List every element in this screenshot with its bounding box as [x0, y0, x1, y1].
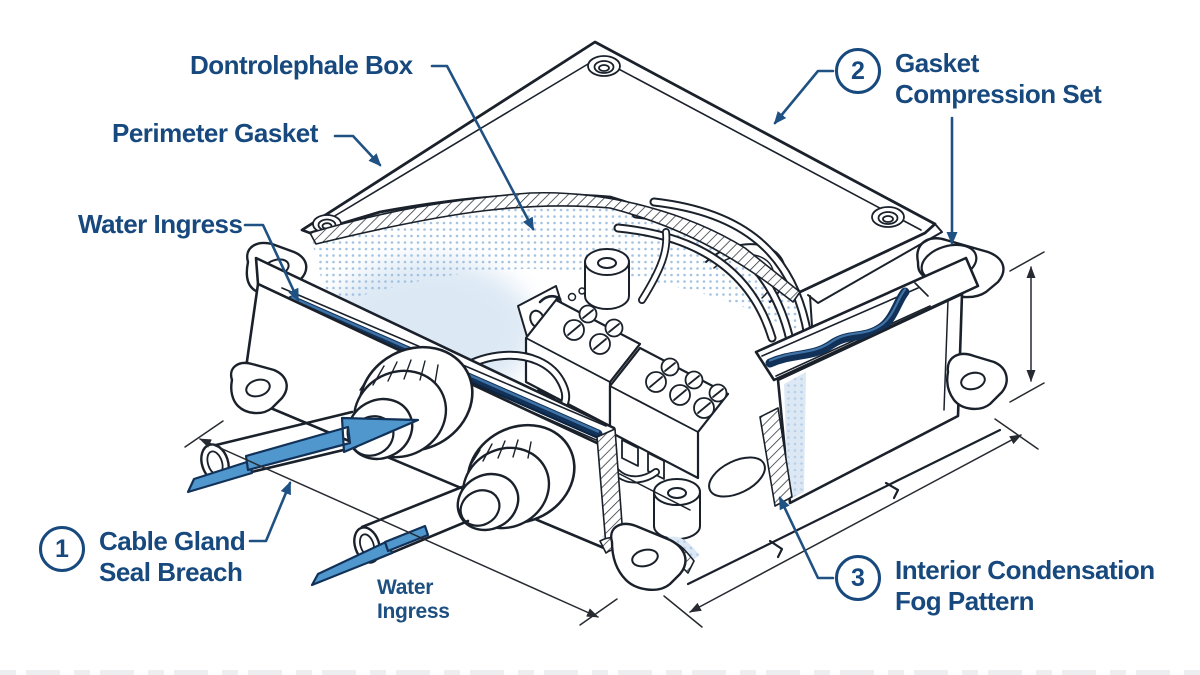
callout-3-text: Interior Condensation Fog Pattern: [895, 555, 1155, 616]
dimension-lines: [184, 251, 1045, 628]
leader-water-ingress-top: [243, 223, 300, 302]
label-perimeter-gasket: Perimeter Gasket: [112, 118, 318, 148]
leader-callout-2: [773, 69, 835, 125]
label-box: Dontrolephale Box: [190, 50, 413, 80]
leader-lines: [243, 64, 958, 580]
leader-box-label: [430, 64, 535, 231]
callout-2-text: Gasket Compression Set: [895, 48, 1102, 109]
callout-1-number-badge: 1: [39, 526, 85, 572]
cropped-caption-strip: [0, 670, 1200, 675]
label-water-ingress-bottom: Water Ingress: [377, 576, 450, 623]
callout-2-number-badge: 2: [835, 48, 881, 94]
gasket-compression-set-right: [765, 287, 910, 368]
label-water-ingress-top: Water Ingress: [78, 209, 243, 239]
leader-callout-1: [248, 481, 292, 543]
leader-callout-3: [778, 496, 835, 580]
callout-1-text: Cable Gland Seal Breach: [99, 526, 246, 587]
callout-3-number-badge: 3: [835, 555, 881, 601]
callout-1: 1 Cable Gland Seal Breach: [39, 526, 246, 588]
callout-2: 2 Gasket Compression Set: [835, 48, 1102, 110]
leader-perimeter-gasket: [333, 134, 382, 167]
callout-3: 3 Interior Condensation Fog Pattern: [835, 555, 1155, 617]
